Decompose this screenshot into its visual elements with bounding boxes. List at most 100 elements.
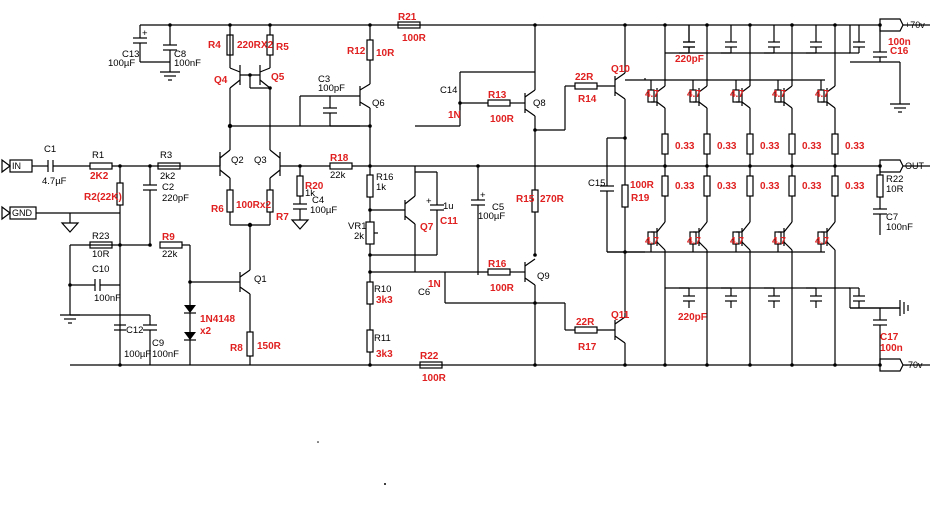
svg-text:100n: 100n: [880, 343, 903, 354]
bottom-compensation-caps: [665, 287, 900, 309]
upper-emitter-resistor: [746, 133, 754, 155]
feedback-network: R23 10R C10 100nF C12 100µF C9 100nF: [60, 231, 179, 367]
lower-base-resistor-label: 4.7: [687, 236, 701, 247]
junction: [790, 23, 794, 27]
junction: [663, 363, 667, 367]
svg-text:22k: 22k: [162, 249, 178, 260]
svg-text:R14: R14: [578, 94, 597, 105]
svg-text:1N4148: 1N4148: [200, 314, 235, 325]
svg-text:C3: C3: [318, 74, 330, 85]
svg-text:R10: R10: [374, 284, 391, 295]
svg-text:R2(22K): R2(22K): [84, 192, 122, 203]
svg-text:Q6: Q6: [372, 98, 385, 109]
svg-text:Q5: Q5: [271, 72, 285, 83]
svg-text:R15: R15: [516, 194, 535, 205]
svg-text:R22: R22: [420, 351, 439, 362]
svg-text:10R: 10R: [886, 184, 904, 195]
svg-text:R21: R21: [398, 12, 417, 23]
r2-resistor: R2(22K): [84, 166, 124, 245]
lower-emitter-resistor-label: 0.33: [802, 181, 822, 192]
lower-transistor-emitter: [783, 221, 793, 233]
lower-transistor-collector: [698, 241, 708, 251]
svg-text:100nF: 100nF: [886, 222, 913, 233]
svg-text:C2: C2: [162, 182, 174, 193]
junction: [705, 23, 709, 27]
q11-predriver: 22R R17 Q11: [535, 252, 630, 367]
svg-text:100nF: 100nF: [152, 349, 179, 360]
svg-text:10R: 10R: [92, 249, 110, 260]
svg-text:Q4: Q4: [214, 75, 228, 86]
upper-transistor-emitter: [741, 101, 751, 109]
svg-text:R16: R16: [488, 259, 507, 270]
lower-base-resistor-label: 4.7: [772, 236, 786, 247]
junction: [748, 363, 752, 367]
lower-transistor-collector: [826, 241, 836, 251]
svg-text:R1: R1: [92, 150, 104, 161]
svg-text:C5: C5: [492, 202, 504, 213]
svg-text:100µF: 100µF: [108, 58, 135, 69]
gnd-triangle-left: [60, 213, 80, 233]
svg-text:220pF: 220pF: [162, 193, 189, 204]
svg-text:100Rx2: 100Rx2: [236, 200, 271, 211]
svg-text:2k: 2k: [354, 231, 364, 242]
upper-emitter-resistor-label: 0.33: [760, 141, 780, 152]
upper-transistor-collector: [826, 85, 836, 93]
stray-dot: [317, 441, 319, 443]
svg-text:C17: C17: [880, 332, 899, 343]
svg-text:R5: R5: [276, 42, 289, 53]
svg-text:1N: 1N: [448, 110, 461, 121]
c16-capacitor: 100n C16: [850, 23, 911, 113]
q3-transistor: Q3 100Rx2 R7: [236, 88, 289, 228]
q1-transistor: Q1 R8 150R: [190, 225, 282, 365]
upper-emitter-resistor-label: 0.33: [802, 141, 822, 152]
svg-text:270R: 270R: [540, 194, 565, 205]
top-compensation-caps: [665, 25, 865, 54]
svg-text:R17: R17: [578, 342, 597, 353]
svg-text:Q2: Q2: [231, 155, 244, 166]
lower-transistor-emitter: [698, 221, 708, 233]
port-gnd: GND: [1, 205, 120, 221]
lower-transistor-collector: [783, 241, 793, 251]
svg-text:100µF: 100µF: [124, 349, 151, 360]
svg-text:VR1: VR1: [348, 221, 366, 232]
upper-emitter-resistor-label: 0.33: [675, 141, 695, 152]
lower-base-resistor-label: 4.7: [730, 236, 744, 247]
lower-emitter-resistor: [746, 175, 754, 197]
port-vneg: -70v: [879, 358, 930, 372]
svg-text:Q1: Q1: [254, 274, 267, 285]
svg-text:x2: x2: [200, 326, 212, 337]
q9-driver: R16 100R Q9 1N C6: [368, 255, 550, 367]
svg-text:2k2: 2k2: [160, 171, 175, 182]
svg-text:R12: R12: [347, 46, 366, 57]
svg-text:C13: C13: [122, 49, 139, 60]
svg-text:22R: 22R: [575, 72, 594, 83]
svg-text:100n: 100n: [888, 37, 911, 48]
lower-transistor-collector: [741, 241, 751, 251]
r1-resistor: R1 2K2: [89, 150, 220, 182]
upper-emitter-resistor: [661, 133, 669, 155]
svg-text:C14: C14: [440, 85, 457, 96]
upper-emitter-resistor: [831, 133, 839, 155]
svg-text:220RX2: 220RX2: [237, 40, 274, 51]
bias-network: R16 1k VR1 2k Q7 + 1u C11 R10 3k3 R11 3k…: [348, 164, 458, 367]
svg-text:C1: C1: [44, 144, 56, 155]
svg-text:C11: C11: [440, 216, 458, 227]
stray-dot: [384, 483, 386, 485]
lower-emitter-resistor: [661, 175, 669, 197]
diodes: 1N4148 x2: [184, 280, 235, 365]
svg-text:R16: R16: [376, 172, 393, 183]
lower-emitter-resistor-label: 0.33: [717, 181, 737, 192]
svg-text:3k3: 3k3: [376, 349, 393, 360]
upper-base-resistor-label: 4.7: [815, 89, 829, 100]
upper-transistor-collector: [783, 85, 793, 93]
junction: [833, 23, 837, 27]
upper-base-resistor-label: 4.7: [645, 89, 659, 100]
r3-c2: R3 2k2 C2 220pF: [143, 150, 189, 245]
svg-text:R13: R13: [488, 90, 507, 101]
upper-transistor-emitter: [826, 101, 836, 109]
svg-text:100R: 100R: [630, 180, 655, 191]
svg-text:4.7µF: 4.7µF: [42, 176, 67, 187]
svg-text:100R: 100R: [422, 373, 447, 384]
r9-resistor: R9 22k: [148, 232, 191, 282]
